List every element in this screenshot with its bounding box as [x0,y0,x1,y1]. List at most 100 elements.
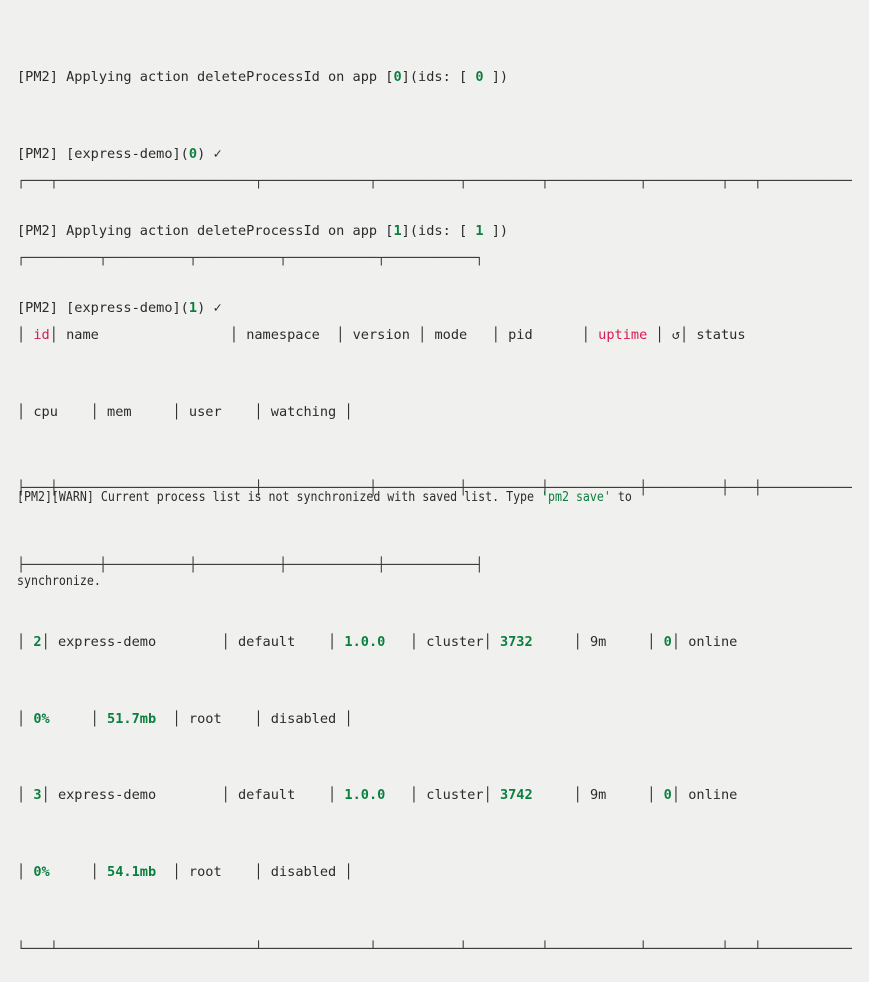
table-rule-top-narrow: ┌─────────┬──────────┬──────────┬───────… [17,249,484,266]
text-segment: ]) [483,69,509,86]
text-segment: │ [328,787,345,804]
text-segment: 9m [589,787,648,804]
text-segment: 0 [475,69,484,86]
text-segment: ](ids: [ [401,69,476,86]
text-segment: ✓ [213,145,222,162]
text-segment: │ [17,864,34,881]
text-segment: │ [254,710,271,727]
text-segment: ]) [483,222,509,239]
text-segment: │ [49,326,67,343]
text-segment: │ [17,787,34,804]
text-segment: │ [172,710,189,727]
text-segment: │ [655,326,672,343]
text-segment: [PM2] Applying action deleteProcessId on… [17,222,394,239]
text-segment: pid [508,326,582,343]
text-segment: version [352,326,419,343]
log-delete-1: [PM2] Applying action deleteProcessId on… [17,219,508,245]
text-segment: 0% [33,864,91,881]
text-segment: │ [483,787,500,804]
log-stopped-0: [PM2] [express-demo](0) ✓ [17,142,508,168]
text-segment: 1 [188,299,198,316]
text-segment: 0 [663,787,672,804]
text-segment: express-demo [57,787,222,804]
log-delete-0: [PM2] Applying action deleteProcessId on… [17,65,508,91]
text-segment: [PM2][WARN] Current process list is not … [17,490,542,505]
text-segment: 0% [33,710,91,727]
text-segment: │ [336,326,353,343]
text-segment: │ [647,787,664,804]
text-segment: │ [671,787,689,804]
table-rule-bottom-wide: └───┴────────────────────────┴──────────… [17,941,852,957]
table-row-secondary: │ 0% │ 54.1mb │ root │ disabled │ [17,860,852,886]
text-segment: │ [17,403,34,420]
text-segment: │ [229,326,247,343]
log-stopped-1: [PM2] [express-demo](1) ✓ [17,296,508,322]
text-segment: │ [409,787,427,804]
table-header-secondary: │ cpu │ mem │ user │ watching │ [17,400,852,426]
log-output: [PM2] Applying action deleteProcessId on… [17,14,508,372]
text-segment: │ [344,403,353,420]
text-segment: user [188,403,255,420]
text-segment: root [188,864,255,881]
text-segment: online [688,787,762,804]
text-segment: 0 [188,145,198,162]
text-segment: watching [270,403,345,420]
text-segment: │ [172,864,189,881]
table-rule-top-wide: ┌───┬────────────────────────┬──────────… [17,173,852,190]
text-segment: │ [172,403,189,420]
text-segment: │ [671,633,689,650]
text-segment: uptime [598,326,656,343]
table-row: │ 3│ express-demo │ default │ 1.0.0 │ cl… [17,783,852,809]
text-segment: 'pm2 save' [541,490,611,505]
text-segment: ✓ [213,299,222,316]
terminal-window: [PM2] Applying action deleteProcessId on… [17,14,852,957]
text-segment: [PM2] [express-demo]( [17,145,189,162]
text-segment: │ [90,403,108,420]
text-segment: ↺ [671,326,681,343]
warning-message: [PM2][WARN] Current process list is not … [17,428,632,652]
text-segment: to [610,490,632,505]
text-segment: │ [344,710,353,727]
text-segment: 3742 [499,787,574,804]
text-segment: [PM2] Applying action deleteProcessId on… [17,69,394,86]
text-segment: ) [197,145,214,162]
text-segment: ](ids: [ [401,222,476,239]
text-segment: │ [418,326,435,343]
text-segment: root [188,710,255,727]
text-segment: │ [573,787,590,804]
text-segment: online [688,633,762,650]
text-segment: status [696,326,771,343]
text-segment: │ [680,326,697,343]
text-segment: namespace [246,326,337,343]
text-segment: ) [197,299,214,316]
text-segment: disabled [270,864,345,881]
text-segment: 0 [663,633,672,650]
text-segment: │ [17,710,34,727]
text-segment: 0 [393,69,402,86]
text-segment: id [33,326,50,343]
text-segment: mem [107,403,173,420]
text-segment: 1 [475,222,484,239]
text-segment: 51.7mb [107,710,173,727]
table-header-primary: │ id│ name │ namespace │ version │ mode … [17,323,852,349]
text-segment: │ [90,864,108,881]
table-row-secondary: │ 0% │ 51.7mb │ root │ disabled │ [17,707,852,733]
text-segment: │ [90,710,108,727]
warning-line: [PM2][WARN] Current process list is not … [17,484,632,512]
text-segment: │ [344,864,353,881]
text-segment: 54.1mb [107,864,173,881]
text-segment: mode [434,326,492,343]
text-segment: 1.0.0 [344,787,410,804]
text-segment: default [238,787,329,804]
text-segment: │ [254,403,271,420]
text-segment: │ [41,787,58,804]
text-segment: │ [254,864,271,881]
text-segment: name [66,326,230,343]
text-segment: cpu [33,403,91,420]
text-segment: │ [491,326,509,343]
text-segment: │ [647,633,664,650]
text-segment: │ [581,326,599,343]
warning-continuation: synchronize. [17,574,101,589]
text-segment: [PM2] [express-demo]( [17,299,189,316]
text-segment: disabled [270,710,345,727]
